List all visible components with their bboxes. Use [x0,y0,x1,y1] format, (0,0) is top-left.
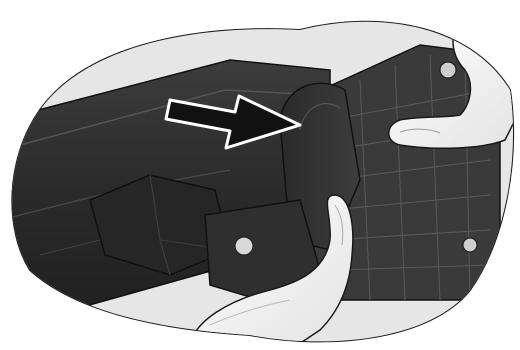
screw-boss [440,62,456,78]
screw-boss [463,238,477,252]
screw-boss [235,237,253,255]
